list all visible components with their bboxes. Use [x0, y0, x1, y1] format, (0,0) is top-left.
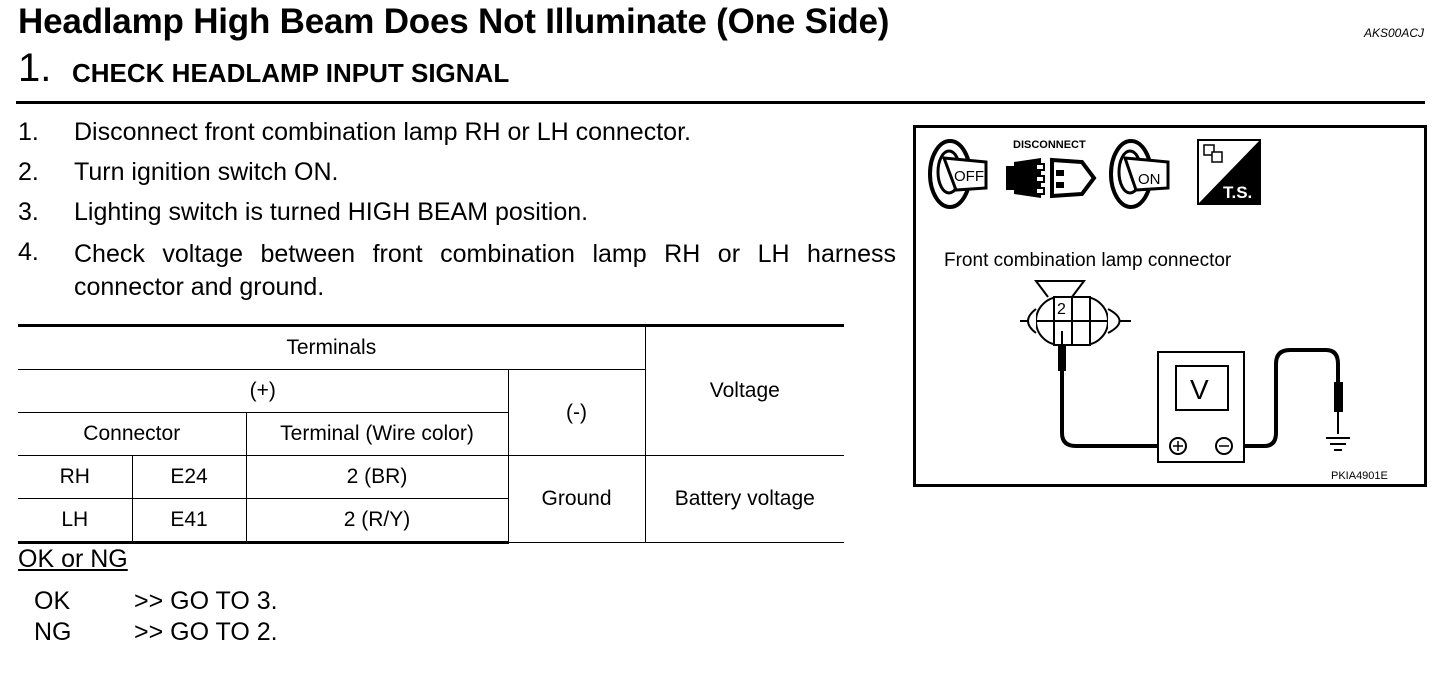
ng-label: NG: [34, 618, 72, 646]
row-terminal: 2 (R/Y): [245, 498, 509, 544]
header-terminal: Terminal (Wire color): [245, 412, 509, 456]
row-connector: E24: [131, 455, 247, 499]
icon-on-text: ON: [1138, 171, 1161, 188]
connector-label: Front combination lamp connector: [944, 250, 1232, 271]
ok-label: OK: [34, 587, 71, 615]
icon-off-text: OFF: [954, 168, 984, 185]
document-code: AKS00ACJ: [1363, 26, 1424, 40]
table-row: RH E24 2 (BR) Ground Battery voltage: [18, 455, 845, 543]
ok-action: >> GO TO 3.: [134, 587, 278, 615]
terminals-table: Terminals Voltage (+) (-) Connector Term…: [18, 324, 845, 544]
procedure-step-3: Lighting switch is turned HIGH BEAM posi…: [74, 198, 589, 226]
page-title: Headlamp High Beam Does Not Illuminate (…: [18, 2, 890, 41]
procedure-num-1: 1.: [18, 118, 39, 146]
diagram-figure: OFF DISCONNECT ON T.S.: [913, 125, 1427, 487]
troubleshooting-icon: T.S.: [1197, 139, 1261, 205]
header-plus: (+): [18, 369, 509, 413]
voltmeter: V: [1157, 351, 1245, 463]
row-side: RH: [18, 455, 133, 499]
procedure-num-2: 2.: [18, 158, 39, 186]
procedure-step-4: Check voltage between front combination …: [74, 240, 896, 301]
procedure-step-2: Turn ignition switch ON.: [74, 158, 339, 186]
row-terminal: 2 (BR): [245, 455, 509, 499]
row-connector: E41: [131, 498, 247, 544]
header-divider: [16, 101, 1425, 104]
cell-ground: Ground: [507, 455, 646, 543]
procedure-num-3: 3.: [18, 198, 39, 226]
test-leads: [1058, 331, 1350, 451]
harness-connector: 2: [1020, 280, 1131, 346]
disconnect-icon: DISCONNECT: [1006, 139, 1097, 199]
procedure-step-1: Disconnect front combination lamp RH or …: [74, 118, 691, 146]
pin-label: 2: [1057, 301, 1066, 318]
meter-label: V: [1190, 374, 1209, 405]
step-number: 1.: [18, 46, 52, 90]
step-title: CHECK HEADLAMP INPUT SIGNAL: [72, 58, 510, 88]
row-side: LH: [18, 498, 133, 544]
figure-code: PKIA4901E: [1331, 470, 1388, 482]
icon-ts-text: T.S.: [1223, 183, 1252, 202]
header-minus: (-): [507, 369, 646, 456]
cell-voltage: Battery voltage: [644, 455, 845, 543]
ignition-on-icon: ON: [1109, 139, 1170, 209]
procedure-num-4: 4.: [18, 238, 39, 266]
result-heading: OK or NG: [18, 545, 128, 573]
table-row: LH E41 2 (R/Y): [18, 498, 844, 544]
ignition-off-icon: OFF: [928, 139, 988, 209]
ng-action: >> GO TO 2.: [134, 618, 278, 646]
header-voltage: Voltage: [644, 324, 845, 456]
icon-disconnect-text: DISCONNECT: [1013, 139, 1086, 151]
header-terminals: Terminals: [18, 324, 646, 370]
header-connector: Connector: [18, 412, 247, 456]
